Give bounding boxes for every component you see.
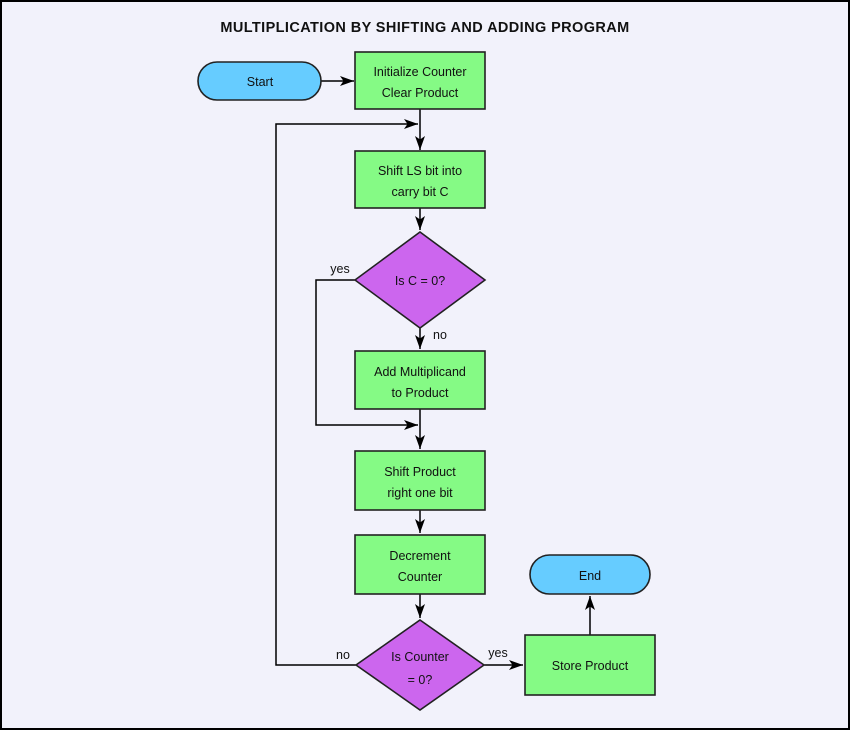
edge-is-c-zero-yes-loop [315,279,418,430]
init-process-shape [354,51,486,110]
node-add-multiplicand: Add Multiplicand to Product [354,350,486,410]
add-multiplicand-label-line2: to Product [392,386,450,400]
end-label: End [579,569,601,583]
is-c-zero-label: Is C = 0? [395,274,445,288]
is-counter-zero-label-line1: Is Counter [391,650,449,664]
is-counter-zero-label-line2: = 0? [408,673,433,687]
init-label-line1: Initialize Counter [373,65,466,79]
store-product-label: Store Product [552,659,629,673]
decrement-process-shape [354,534,486,595]
node-is-counter-zero: Is Counter = 0? [354,619,486,711]
node-decrement: Decrement Counter [354,534,486,595]
shift-product-process-shape [354,450,486,511]
node-is-c-zero: Is C = 0? [353,231,487,329]
shift-ls-label-line2: carry bit C [392,185,449,199]
init-label-line2: Clear Product [382,86,459,100]
node-shift-ls: Shift LS bit into carry bit C [354,150,486,209]
diagram-title: MULTIPLICATION BY SHIFTING AND ADDING PR… [220,20,629,36]
node-shift-product: Shift Product right one bit [354,450,486,511]
add-multiplicand-process-shape [354,350,486,410]
add-multiplicand-label-line1: Add Multiplicand [374,365,466,379]
node-store-product: Store Product [524,634,656,696]
start-label: Start [247,75,274,89]
decrement-label-line2: Counter [398,570,442,584]
shift-product-label-line1: Shift Product [384,465,456,479]
is-c-zero-decision-shape [353,231,487,329]
node-end: End [529,554,651,595]
shift-ls-label-line1: Shift LS bit into [378,164,462,178]
shift-ls-process-shape [354,150,486,209]
edge-label-c-zero-no: no [433,328,447,342]
node-start: Start [197,61,322,101]
end-terminator-shape [529,554,651,595]
store-product-process-shape [524,634,656,696]
edge-is-counter-zero-no-loop [275,119,418,666]
start-terminator-shape [197,61,322,101]
is-counter-zero-decision-shape [354,619,486,711]
shift-product-label-line2: right one bit [387,486,453,500]
edge-label-counter-zero-yes: yes [488,646,507,660]
edge-label-c-zero-yes: yes [330,262,349,276]
decrement-label-line1: Decrement [389,549,451,563]
edge-label-counter-zero-no: no [336,648,350,662]
node-init: Initialize Counter Clear Product [354,51,486,110]
